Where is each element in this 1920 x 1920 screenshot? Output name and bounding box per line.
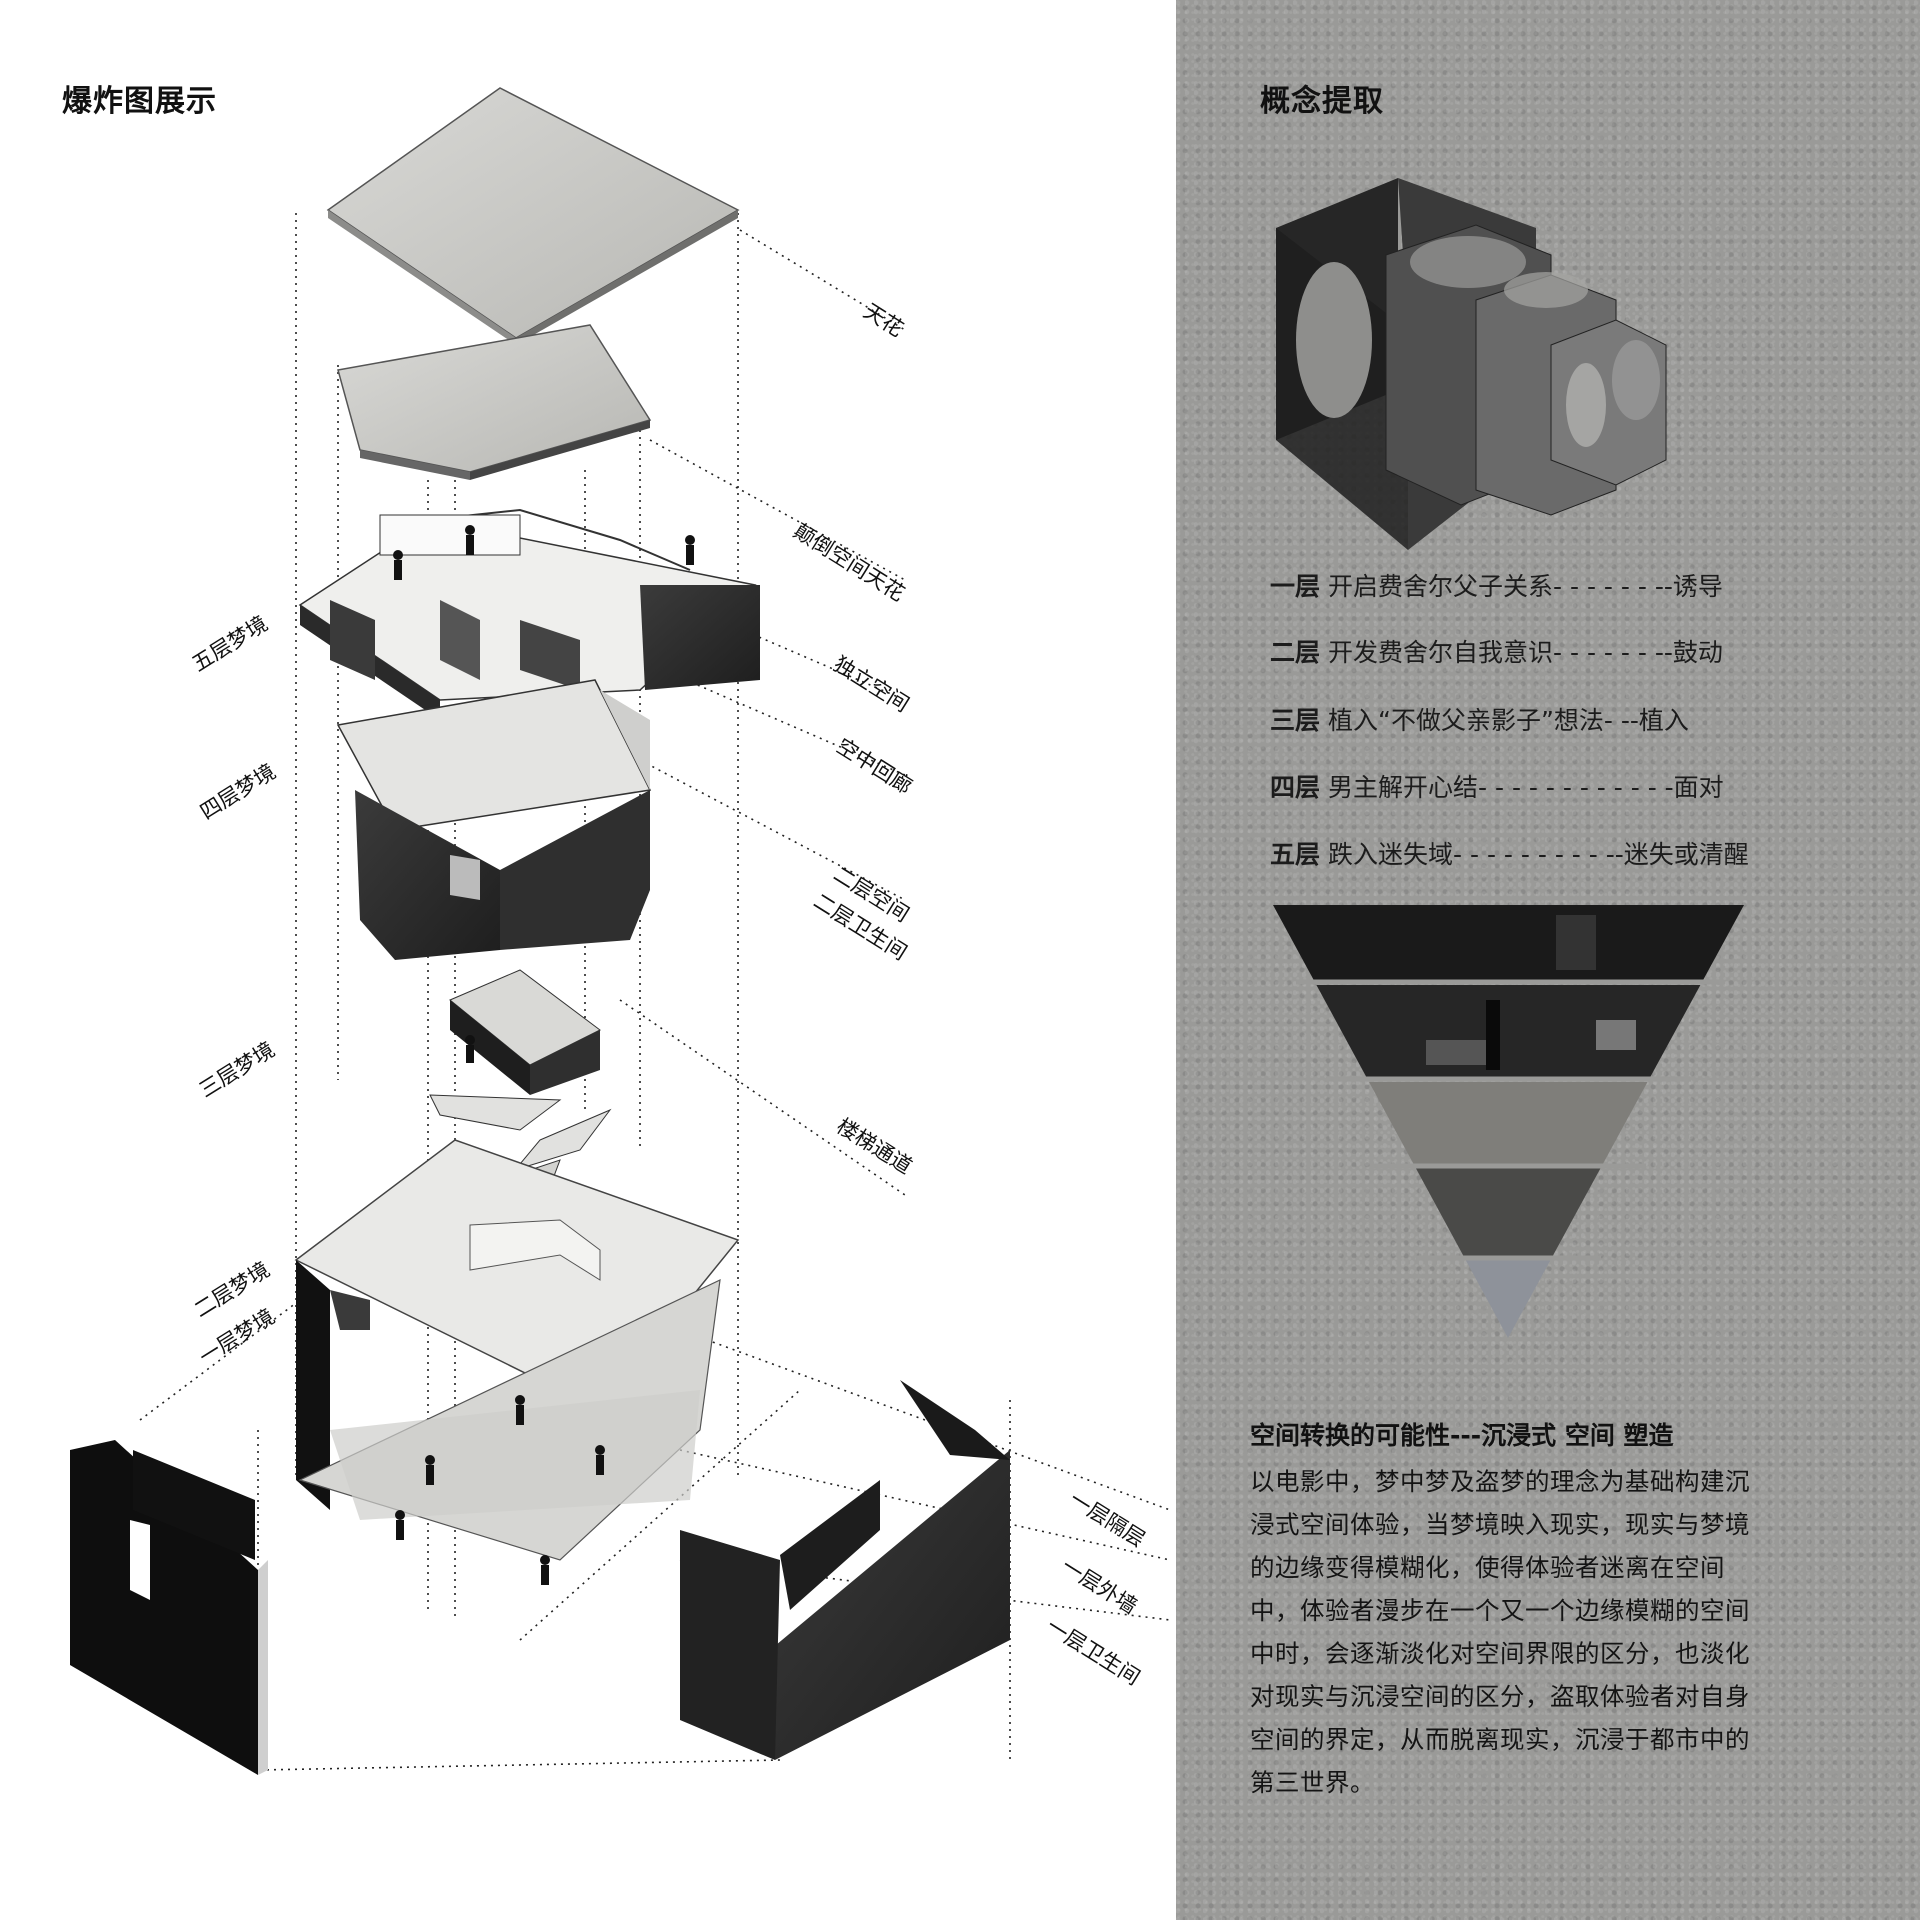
- inverted-ceiling: [337, 324, 652, 473]
- label-sky-corridor: 空中回廊: [832, 734, 916, 799]
- third-floor-stairs: [429, 969, 612, 1201]
- first-floor-walls: [70, 1380, 1010, 1775]
- leader-lines: [139, 229, 1171, 1771]
- nested-cubes-graphic: [1276, 178, 1667, 550]
- concept-panel: 概念提取: [1176, 0, 1920, 1920]
- label-ceiling: 天花: [859, 299, 907, 342]
- fourth-floor-box: [336, 679, 652, 960]
- label-first-floor-mezzanine: 一层隔层: [1065, 1487, 1149, 1552]
- exploded-view-heading: 爆炸图展示: [62, 84, 217, 119]
- inverted-triangle-graphic: [1273, 905, 1744, 1338]
- second-floor-box: [294, 1139, 740, 1561]
- step-4: 四层男主解开心结- - - - - - - - - - - -面对: [1270, 773, 1724, 802]
- step-2: 二层开发费舍尔自我意识- - - - - - --鼓动: [1270, 638, 1723, 667]
- exploded-view-panel: 爆炸图展示: [62, 84, 1171, 1775]
- step-1: 一层开启费舍尔父子关系- - - - - - --诱导: [1270, 572, 1723, 601]
- step-3: 三层植入“不做父亲影子”想法- --植入: [1270, 706, 1689, 735]
- label-first-floor-outer-wall: 一层外墙: [1057, 1554, 1141, 1619]
- label-fifth-dream: 五层梦境: [188, 611, 272, 676]
- label-fourth-dream: 四层梦境: [196, 759, 280, 824]
- label-first-floor-restroom: 一层卫生间: [1042, 1614, 1144, 1690]
- label-third-dream: 三层梦境: [195, 1037, 279, 1102]
- label-independent-space: 独立空间: [829, 652, 913, 717]
- exploded-axonometric-diagram: 天花 颠倒空间天花 独立空间 空中回廊 二层空间 二层卫生间 楼梯通道 一层隔层…: [70, 87, 1171, 1775]
- concept-heading: 概念提取: [1260, 84, 1384, 119]
- paragraph-body: 以电影中，梦中梦及盗梦的理念为基础构建沉浸式空间体验，当梦境映入现实，现实与梦境…: [1250, 1467, 1750, 1797]
- label-stair-passage: 楼梯通道: [832, 1114, 916, 1179]
- ceiling-slab: [326, 87, 740, 339]
- label-inverted-ceiling: 颠倒空间天花: [789, 519, 909, 606]
- paragraph-title: 空间转换的可能性---沉浸式 空间 塑造: [1250, 1421, 1674, 1450]
- fifth-floor-maze: [298, 508, 760, 720]
- people-figures: [393, 525, 695, 1585]
- concept-graphics: [1273, 178, 1744, 1338]
- step-5: 五层跌入迷失域- - - - - - - - - --迷失或清醒: [1270, 840, 1749, 869]
